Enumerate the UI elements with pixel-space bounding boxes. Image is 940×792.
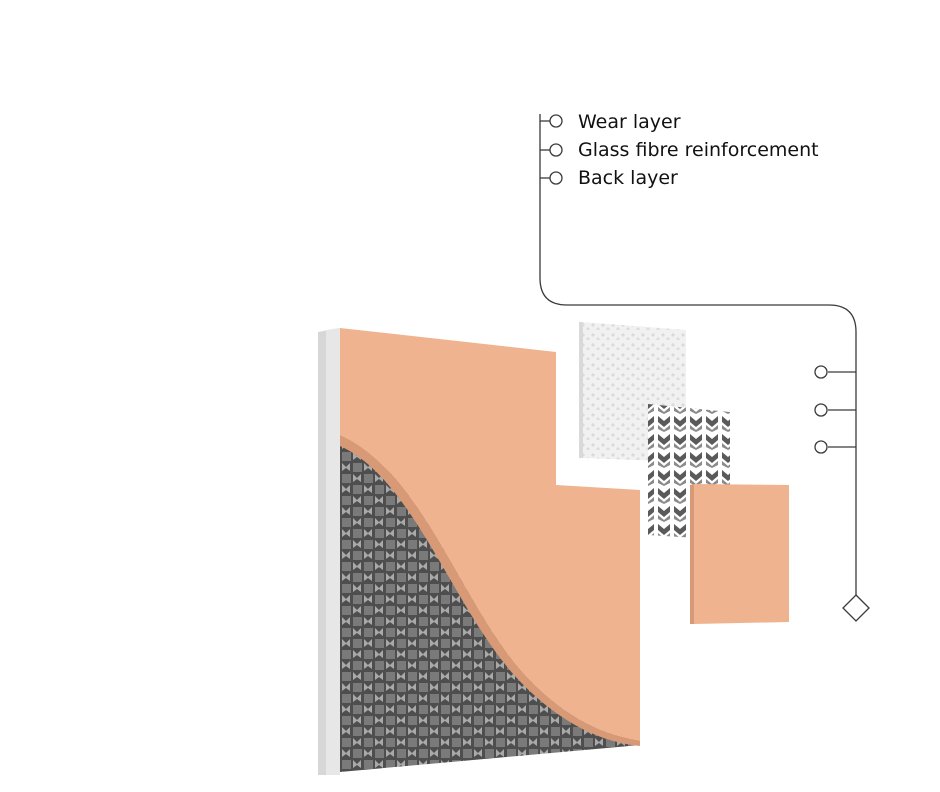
connector-line-main [539, 114, 857, 596]
legend: Wear layer Glass fibre reinforcement Bac… [578, 108, 819, 192]
circle-marker-icon [549, 143, 563, 157]
textured-top-layer-side [579, 322, 583, 458]
circle-marker-icon [814, 403, 828, 417]
legend-item-wear-layer: Wear layer [578, 111, 681, 133]
circle-marker-icon [814, 440, 828, 454]
large-panel [318, 328, 640, 775]
wear-layer-face [340, 328, 640, 741]
circle-marker-icon [549, 114, 563, 128]
wear-layer-edge [340, 435, 640, 746]
legend-item-glass-fibre: Glass fibre reinforcement [578, 139, 819, 161]
back-layer-block-edge [690, 484, 694, 624]
legend-item-back-layer: Back layer [578, 167, 678, 189]
exploded-layers [579, 322, 789, 624]
circle-marker-icon [549, 171, 563, 185]
connector [539, 114, 870, 622]
back-layer-block [694, 484, 789, 624]
diamond-icon [842, 594, 870, 622]
circle-marker-icon [814, 365, 828, 379]
back-layer-face [326, 328, 340, 775]
